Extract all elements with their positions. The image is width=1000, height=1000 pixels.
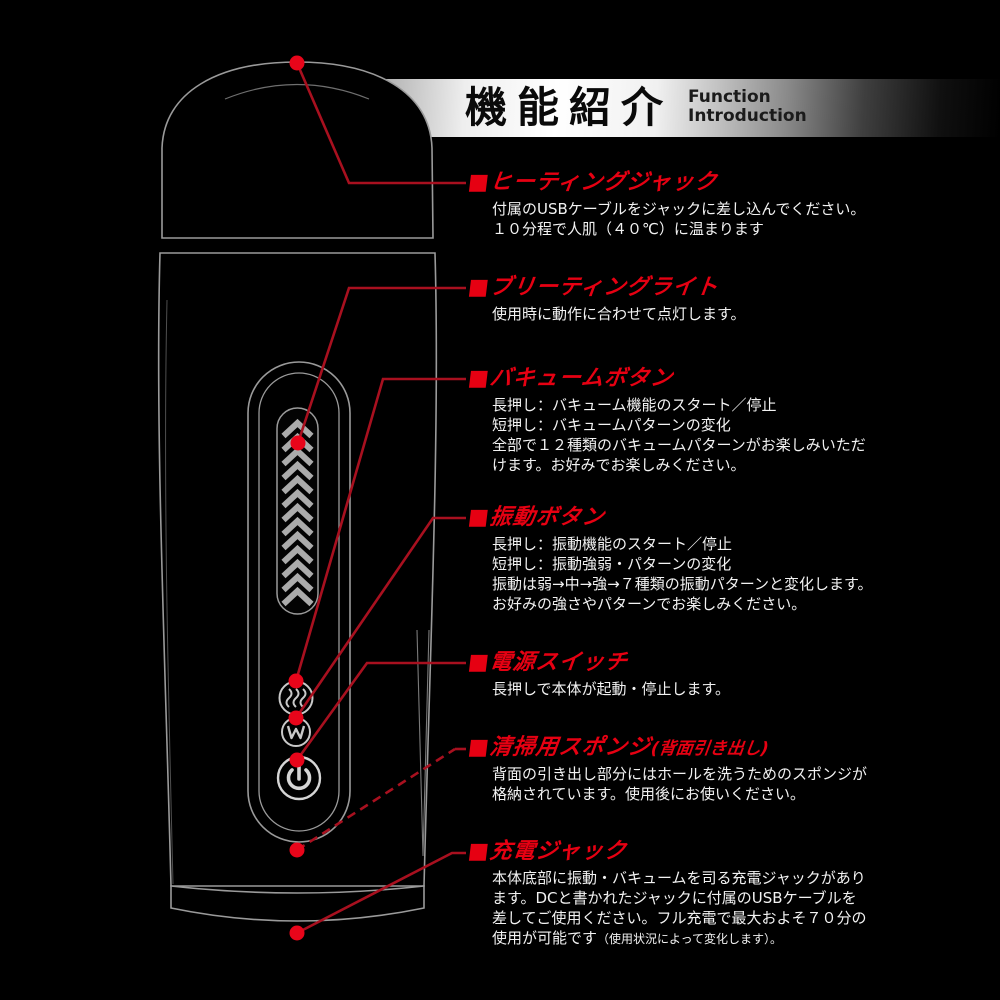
feature-heading-row: ■清掃用スポンジ(背面引き出し) (466, 735, 996, 762)
body-contour-left (165, 299, 174, 885)
feature-body: 背面の引き出し部分にはホールを洗うためのスポンジが 格納されています。使用後にお… (492, 765, 868, 803)
panel-inner-outline (258, 372, 340, 832)
feature-vacuum-button: ■バキュームボタン 長押し：バキューム機能のスタート／停止 短押し：バキュームパ… (466, 366, 996, 475)
dot-vibration-button (288, 710, 304, 726)
feature-heading: ■ヒーティングジャック (466, 170, 719, 195)
feature-vibration-button: ■振動ボタン 長押し：振動機能のスタート／停止 短押し：振動強弱・パターンの変化… (466, 505, 996, 614)
callout-line-vacuum-button (294, 377, 466, 682)
callout-line-breathing-light (296, 286, 466, 444)
feature-body-main: 本体底部に振動・バキュームを司る充電ジャックがあり ます。DCと書かれたジャック… (492, 869, 867, 947)
feature-heading: ■充電ジャック (466, 839, 629, 864)
feature-heading-row: ■バキュームボタン (466, 366, 996, 393)
dot-charging-jack (289, 925, 305, 941)
feature-body: 長押し：振動機能のスタート／停止 短押し：振動強弱・パターンの変化 振動は弱→中… (492, 535, 873, 613)
feature-heading-row: ■ヒーティングジャック (466, 170, 996, 197)
feature-body: 長押しで本体が起動・停止します。 (492, 680, 731, 698)
callout-line-vibration-button (294, 516, 466, 719)
dot-heating-jack (289, 55, 305, 71)
vibration-w-icon (286, 725, 306, 740)
callout-dots (288, 55, 306, 941)
feature-breathing-light: ■ブリーティングライト 使用時に動作に合わせて点灯します。 (466, 275, 996, 324)
dot-power-switch (289, 752, 305, 768)
device-cap-inner-arc (224, 83, 370, 100)
callout-lines (294, 62, 466, 935)
feature-cleaning-sponge: ■清掃用スポンジ(背面引き出し) 背面の引き出し部分にはホールを洗うためのスポン… (466, 735, 996, 804)
callout-line-power-switch (295, 661, 466, 761)
feature-heading: ■バキュームボタン (466, 366, 675, 391)
device-base (170, 885, 425, 922)
feature-charging-jack: ■充電ジャック 本体底部に振動・バキュームを司る充電ジャックがあり ます。DCと… (466, 839, 996, 949)
feature-heading-row: ■電源スイッチ (466, 650, 996, 677)
feature-heading-row: ■ブリーティングライト (466, 275, 996, 302)
callout-line-cleaning-sponge-dashed (296, 747, 456, 852)
feature-body-note: （使用状況によって変化します）。 (597, 932, 783, 946)
feature-heading-row: ■充電ジャック (466, 839, 996, 866)
control-panel (247, 361, 351, 843)
callout-line-heating-jack (295, 62, 466, 185)
feature-heading-note: (背面引き出し) (649, 739, 770, 759)
feature-body: 長押し：バキューム機能のスタート／停止 短押し：バキュームパターンの変化 全部で… (492, 396, 866, 474)
feature-heating-jack: ■ヒーティングジャック 付属のUSBケーブルをジャックに差し込んでください。 １… (466, 170, 996, 239)
feature-heading: ■ブリーティングライト (466, 275, 721, 300)
feature-power-switch: ■電源スイッチ 長押しで本体が起動・停止します。 (466, 650, 996, 699)
banner-subtitle-line2: Introduction (688, 106, 807, 126)
callout-line-charging-jack (296, 851, 466, 935)
feature-heading-row: ■振動ボタン (466, 505, 996, 532)
power-icon (286, 764, 312, 791)
device-cap (161, 61, 434, 239)
feature-heading: ■電源スイッチ (466, 650, 630, 675)
feature-body: 本体底部に振動・バキュームを司る充電ジャックがあり ます。DCと書かれたジャック… (468, 868, 996, 949)
body-crease-right (416, 629, 430, 857)
dot-cleaning-sponge (289, 842, 305, 858)
feature-body: 付属のUSBケーブルをジャックに差し込んでください。 １０分程で人肌（４０℃）に… (492, 200, 866, 238)
banner-title: 機能紹介 (465, 83, 674, 132)
dot-vacuum-button (288, 673, 304, 689)
banner-subtitle-line1: Function (688, 87, 771, 107)
suction-waves-icon (285, 688, 307, 708)
feature-heading: ■清掃用スポンジ (466, 735, 653, 760)
feature-heading: ■振動ボタン (466, 505, 607, 530)
feature-body: 使用時に動作に合わせて点灯します。 (492, 305, 746, 323)
banner-subtitle: Function Introduction (688, 88, 807, 126)
dot-breathing-light (290, 435, 306, 451)
